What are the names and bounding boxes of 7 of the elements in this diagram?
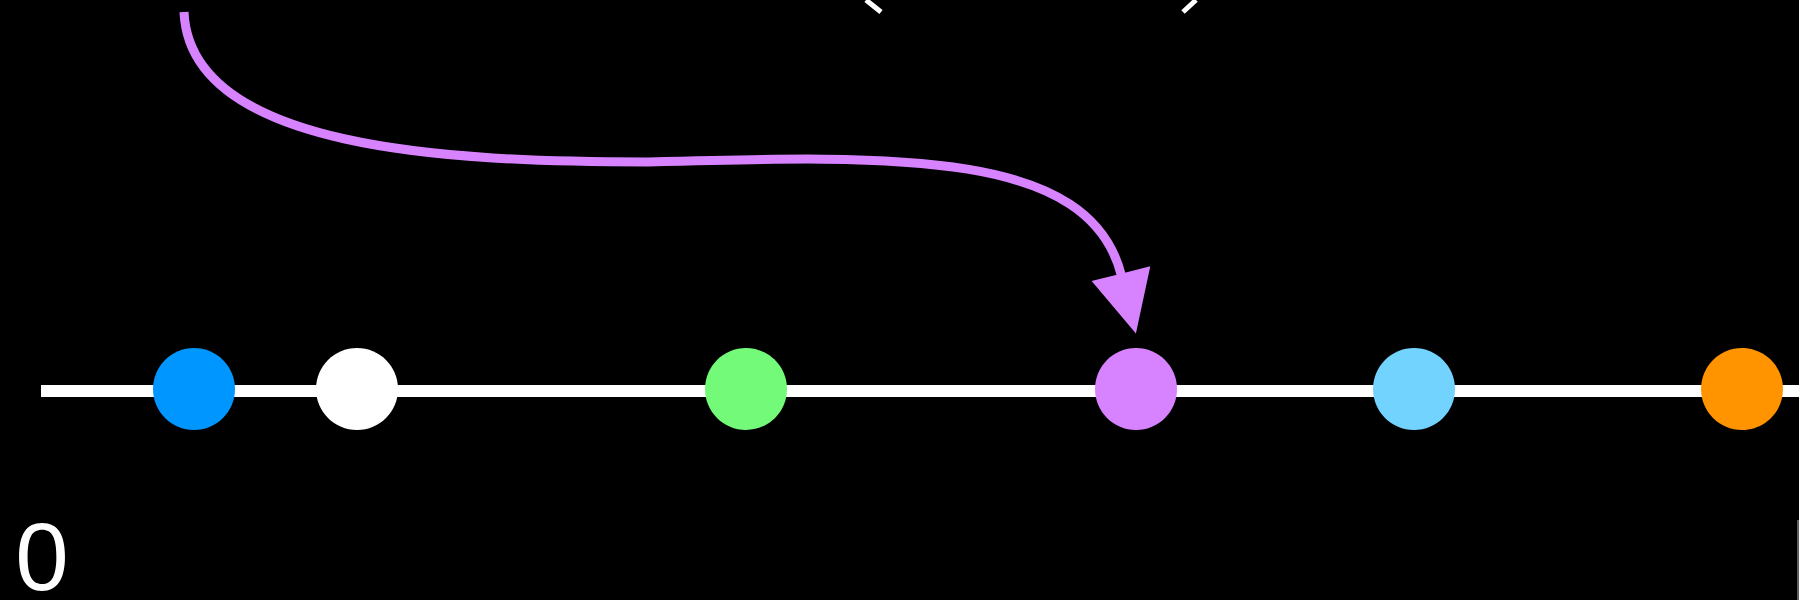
dot: [1095, 348, 1177, 430]
dot: [705, 348, 787, 430]
dot: [1701, 348, 1783, 430]
axis-label: 0: [19, 523, 65, 591]
dot: [153, 348, 235, 430]
dot: [316, 348, 398, 430]
dot: [1373, 348, 1455, 430]
